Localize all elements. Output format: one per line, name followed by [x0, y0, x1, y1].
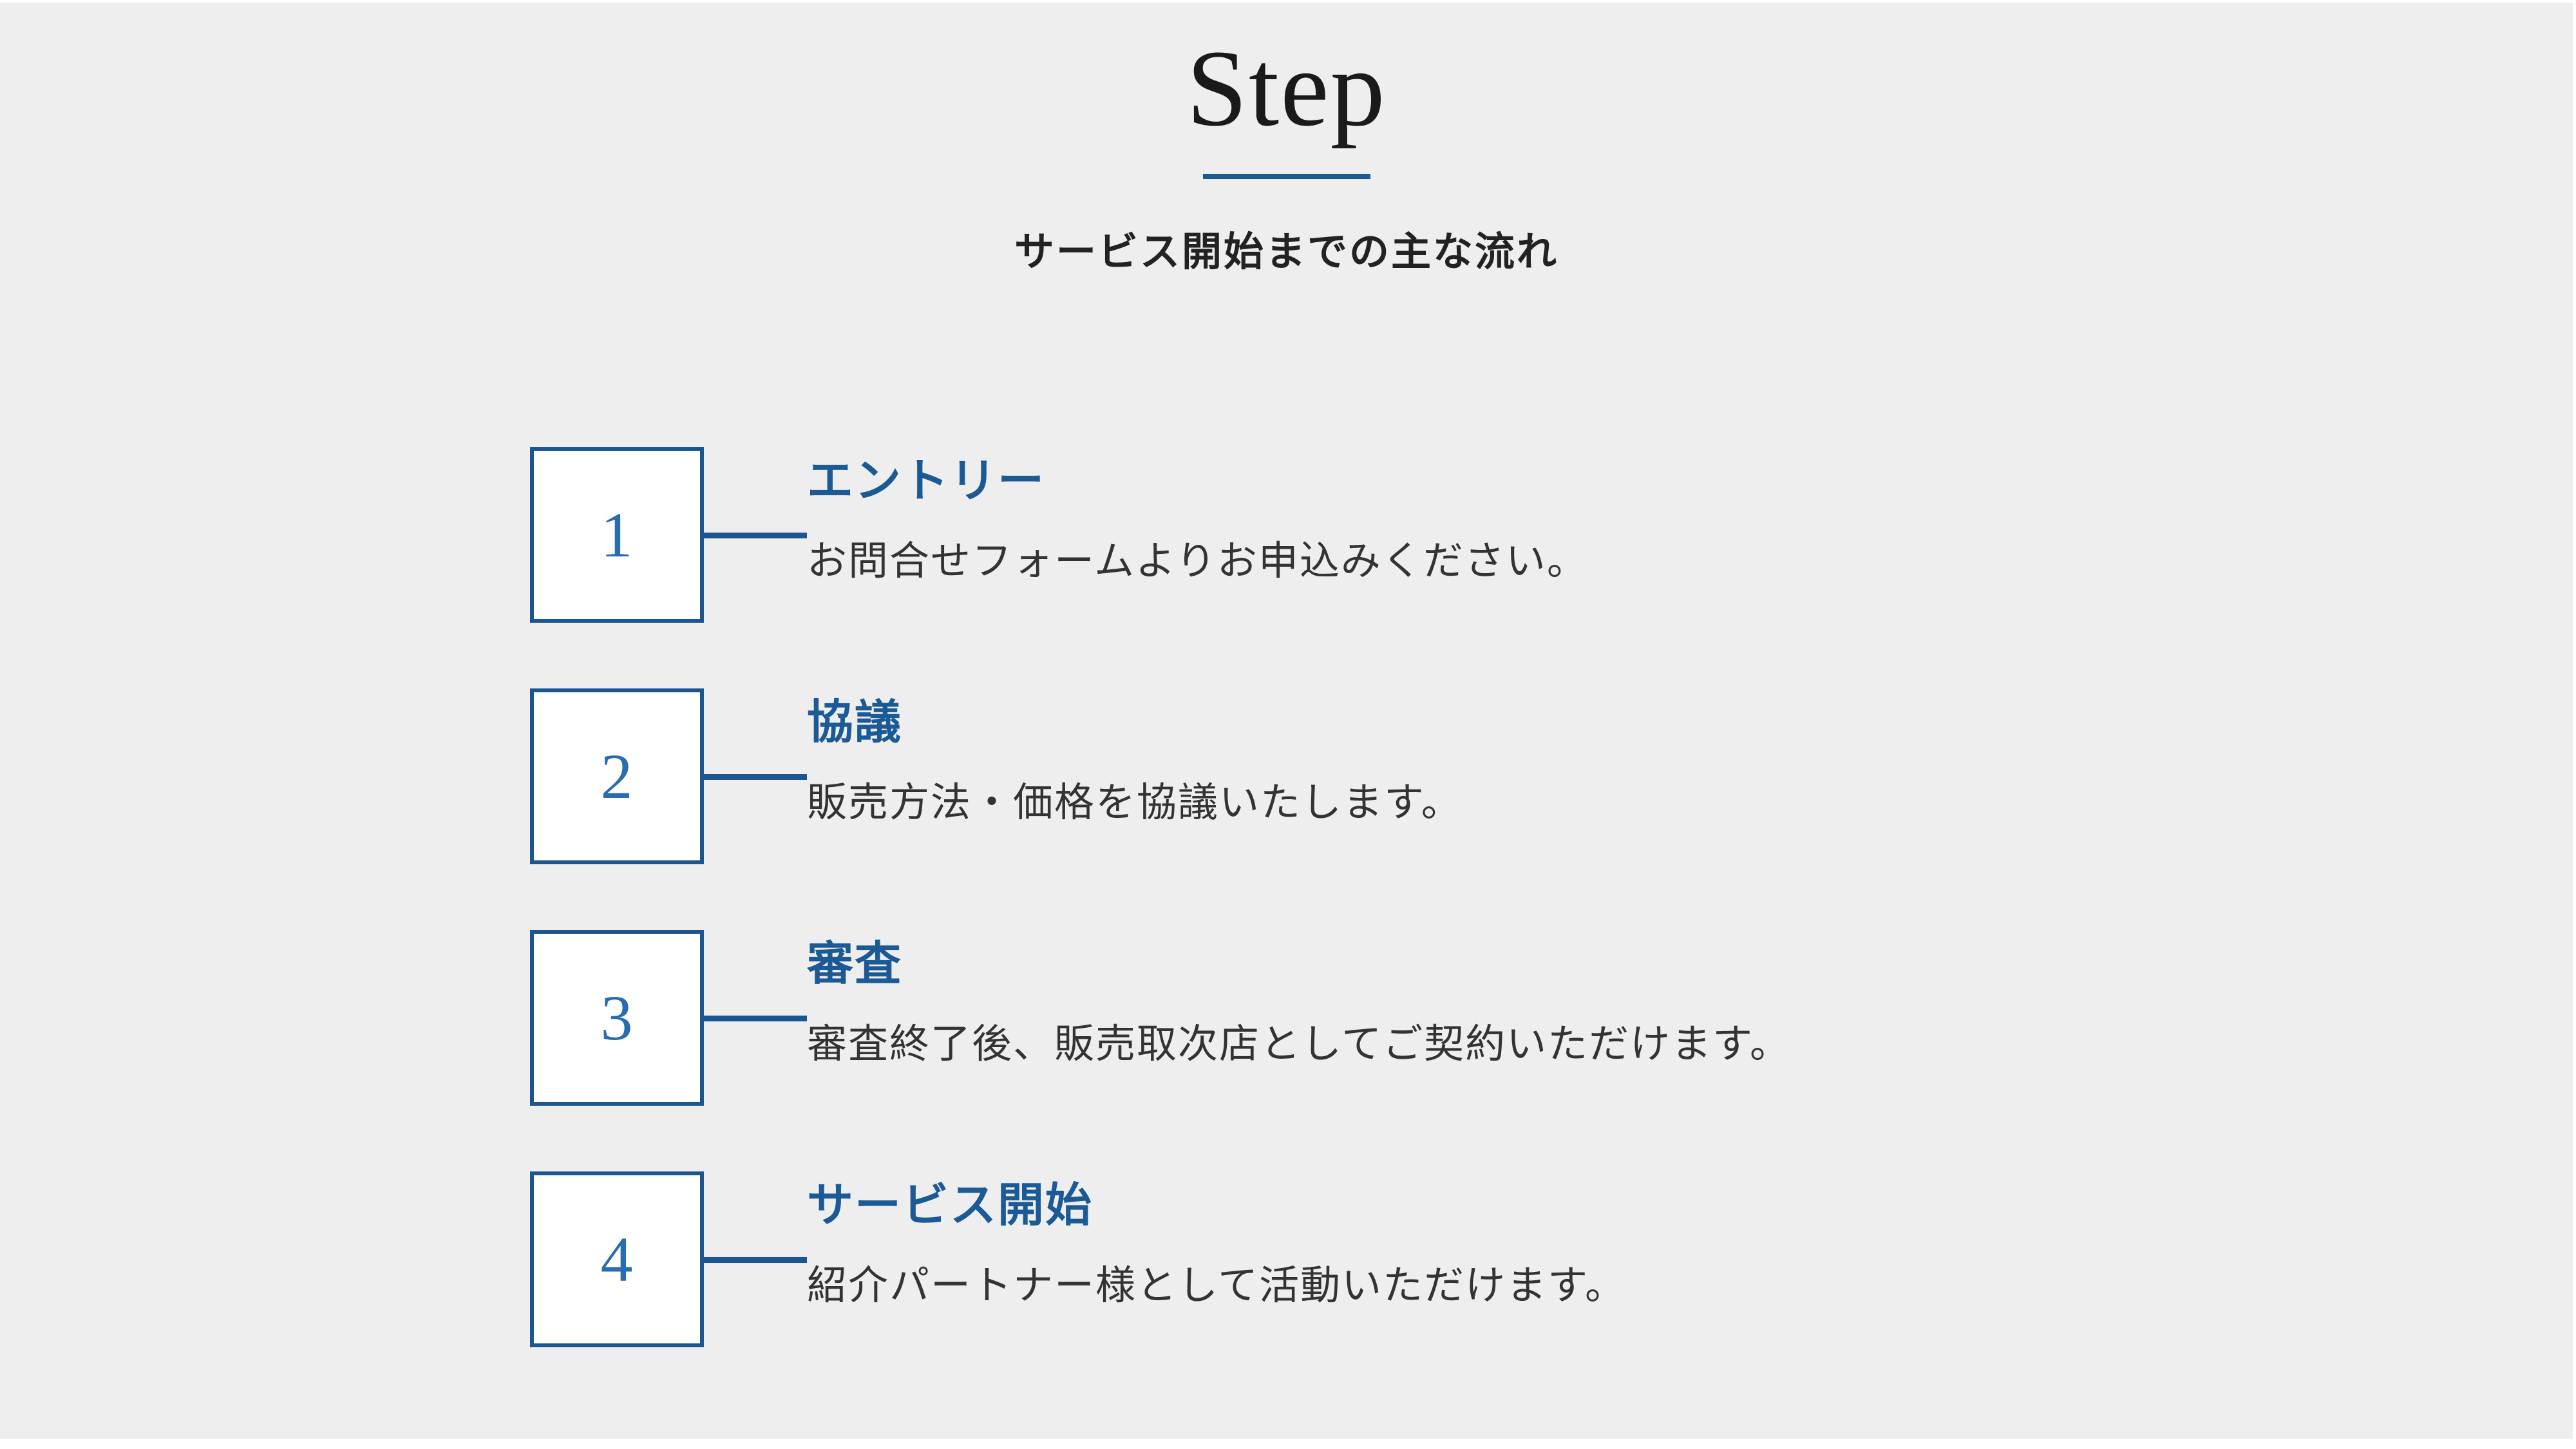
page-title: Step: [1186, 28, 1387, 149]
step-title: サービス開始: [807, 1180, 1094, 1231]
step-body: 協議 販売方法・価格を協議いたします。: [807, 688, 2385, 864]
step-title: エントリー: [807, 455, 1046, 507]
step-section: Step サービス開始までの主な流れ 1 エントリー お問合せフォームよりお申込…: [0, 3, 2573, 1439]
step-number-box: 1: [530, 447, 704, 623]
step-body: 審査 審査終了後、販売取次店としてご契約いただけます。: [807, 930, 2385, 1106]
step-connector-line: [703, 1016, 807, 1021]
step-number-box: 4: [530, 1171, 704, 1347]
step-number: 3: [600, 981, 634, 1054]
step-number: 4: [600, 1223, 634, 1295]
step-connector-line: [703, 1257, 807, 1263]
step-title: 協議: [807, 697, 903, 748]
step-number: 1: [600, 498, 634, 571]
step-number-box: 3: [530, 930, 704, 1106]
title-divider: [1202, 174, 1370, 179]
step-connector-line: [703, 774, 807, 780]
step-description: 販売方法・価格を協議いたします。: [807, 781, 1463, 825]
list-item: 3 審査 審査終了後、販売取次店としてご契約いただけます。: [530, 930, 2398, 1106]
step-description: お問合せフォームよりお申込みください。: [807, 540, 1588, 583]
title-divider-wrap: [0, 174, 2573, 179]
step-body: エントリー お問合せフォームよりお申込みください。: [807, 447, 2385, 623]
step-description: 紹介パートナー様として活動いただけます。: [807, 1264, 1626, 1308]
step-connector-line: [703, 533, 807, 538]
section-header: Step サービス開始までの主な流れ: [0, 3, 2573, 277]
list-item: 4 サービス開始 紹介パートナー様として活動いただけます。: [530, 1171, 2398, 1347]
step-title: 審査: [807, 938, 903, 990]
step-description: 審査終了後、販売取次店としてご契約いただけます。: [807, 1023, 1791, 1066]
list-item: 2 協議 販売方法・価格を協議いたします。: [530, 688, 2398, 864]
section-subtitle: サービス開始までの主な流れ: [1014, 231, 1558, 274]
step-number: 2: [600, 740, 634, 812]
step-number-box: 2: [530, 688, 704, 864]
step-body: サービス開始 紹介パートナー様として活動いただけます。: [807, 1171, 2385, 1347]
steps-list: 1 エントリー お問合せフォームよりお申込みください。 2 協議 販売方法・価格…: [530, 447, 2398, 1347]
list-item: 1 エントリー お問合せフォームよりお申込みください。: [530, 447, 2398, 623]
